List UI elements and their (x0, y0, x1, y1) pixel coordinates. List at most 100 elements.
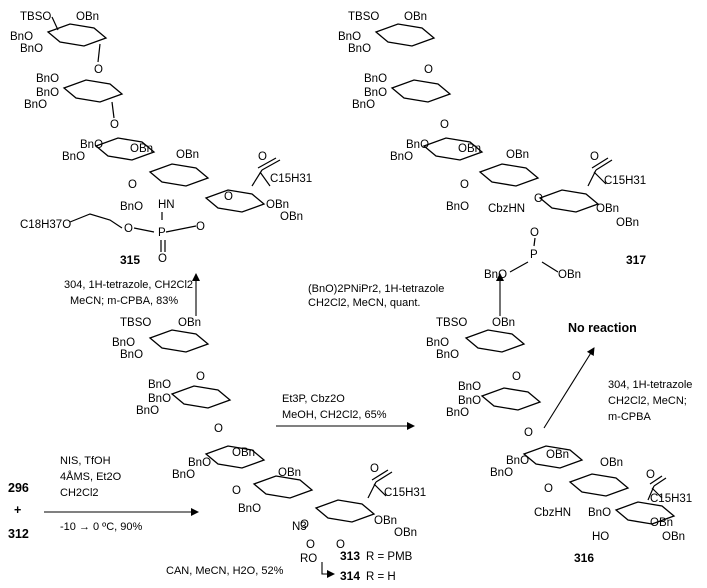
condition-reduction-line1: Et3P, Cbz2O (282, 393, 345, 405)
bno-label: BnO (446, 201, 469, 213)
condition-nr-line1: 304, 1H-tetrazole (608, 379, 692, 391)
condition-reduction-line2: MeOH, CH2Cl2, 65% (282, 409, 387, 421)
bno-label: BnO (24, 99, 47, 111)
tbso-label: TBSO (436, 317, 467, 329)
bno-label: BnO (120, 201, 143, 213)
obn-label: OBn (404, 11, 427, 23)
condition-glyco-line2: 4ÅMS, Et2O (60, 470, 122, 483)
o-label: O (300, 519, 309, 531)
o-label: O (590, 151, 599, 163)
condition-glyco-line3: CH2Cl2 (60, 487, 99, 499)
condition-to315-line1: 304, 1H-tetrazole, CH2Cl2 (64, 279, 193, 291)
phosphorus-label: P (530, 249, 538, 261)
azide-label: N3 (292, 521, 307, 533)
obn-label: OBn (266, 199, 289, 211)
compound-314-number: 314 (340, 569, 360, 583)
obn-label: OBn (650, 517, 673, 529)
plus-sign: + (14, 503, 21, 517)
o-label: O (124, 223, 133, 235)
tbso-label: TBSO (120, 317, 151, 329)
o-label: O (530, 227, 539, 239)
o-label: O (196, 221, 205, 233)
bno-label: BnO (238, 503, 261, 515)
bno-label: BnO (458, 395, 481, 407)
condition-can: CAN, MeCN, H2O, 52% (166, 565, 284, 577)
o-label: O (224, 191, 233, 203)
obn-label: OBn (176, 149, 199, 161)
bno-label: BnO (172, 469, 195, 481)
condition-glyco-line4: -10 → 0 ºC, 90% (60, 521, 142, 533)
acyl-chain-label: C15H31 (270, 173, 312, 185)
cbzhn-label: CbzHN (488, 203, 525, 215)
o-label: O (544, 483, 553, 495)
o-label: O (306, 539, 315, 551)
arrow-to-314 (321, 562, 335, 578)
bno-label: BnO (446, 407, 469, 419)
lipid-chain-label: C18H37O (20, 219, 71, 231)
bno-label: BnO (390, 151, 413, 163)
o-label: O (128, 179, 137, 191)
compound-315-number: 315 (120, 253, 140, 267)
bno-label: BnO (506, 455, 529, 467)
tbso-label: TBSO (20, 11, 51, 23)
o-label: O (214, 423, 223, 435)
bno-label: BnO (490, 467, 513, 479)
o-label: O (336, 539, 345, 551)
obn-label: OBn (546, 449, 569, 461)
bno-label: BnO (588, 507, 611, 519)
r-pmb-label: R = PMB (366, 551, 413, 563)
bno-label: BnO (148, 393, 171, 405)
bno-label: BnO (20, 43, 43, 55)
o-label: O (158, 253, 167, 265)
compound-312-number: 312 (8, 527, 29, 541)
condition-nr-line2: CH2Cl2, MeCN; (608, 395, 687, 407)
obn-label: OBn (596, 203, 619, 215)
bno-label: BnO (148, 379, 171, 391)
acyl-chain-label: C15H31 (384, 487, 426, 499)
bno-label: BnO (80, 139, 103, 151)
bno-label: BnO (136, 405, 159, 417)
o-label: O (258, 151, 267, 163)
o-label: O (512, 371, 521, 383)
bno-label: BnO (352, 99, 375, 111)
o-label: O (196, 371, 205, 383)
phosphorus-label: P (158, 227, 166, 239)
bno-label: BnO (436, 349, 459, 361)
hn-label: HN (158, 199, 175, 211)
bno-label: BnO (348, 43, 371, 55)
bno-label: BnO (36, 73, 59, 85)
o-label: O (370, 463, 379, 475)
o-label: O (424, 64, 433, 76)
obn-label: OBn (374, 515, 397, 527)
bno-label: BnO (458, 381, 481, 393)
obn-label: OBn (280, 211, 303, 223)
obn-label: OBn (600, 457, 623, 469)
o-label: O (94, 64, 103, 76)
obn-label: OBn (394, 527, 417, 539)
acyl-chain-label: C15H31 (604, 175, 646, 187)
r-h-label: R = H (366, 571, 396, 583)
o-label: O (440, 119, 449, 131)
acyl-chain-label: C15H31 (650, 493, 692, 505)
bno-label: BnO (364, 87, 387, 99)
bno-label: BnO (10, 31, 33, 43)
bno-label: BnO (188, 457, 211, 469)
bno-label: BnO (406, 139, 429, 151)
condition-to317-line2: CH2Cl2, MeCN, quant. (308, 297, 421, 309)
condition-to315-line2: MeCN; m-CPBA, 83% (70, 295, 178, 307)
bno-label: BnO (484, 269, 507, 281)
bno-label: BnO (426, 337, 449, 349)
no-reaction-label: No reaction (568, 321, 637, 335)
ro-label: RO (300, 553, 317, 565)
compound-317-structure: TBSO OBn BnO BnO O BnO BnO BnO O OBn BnO… (338, 11, 646, 281)
compound-316-number: 316 (574, 551, 594, 565)
arrow-no-reaction (543, 347, 595, 429)
compound-316-structure: TBSO OBn BnO BnO O BnO BnO BnO O OBn BnO… (426, 317, 692, 565)
condition-nr-line3: m-CPBA (608, 411, 651, 423)
compound-313-structure: TBSO OBn BnO BnO O BnO BnO BnO O OBn BnO… (112, 317, 426, 583)
obn-label: OBn (558, 269, 581, 281)
obn-label: OBn (278, 467, 301, 479)
bno-label: BnO (364, 73, 387, 85)
compound-296-number: 296 (8, 481, 29, 495)
